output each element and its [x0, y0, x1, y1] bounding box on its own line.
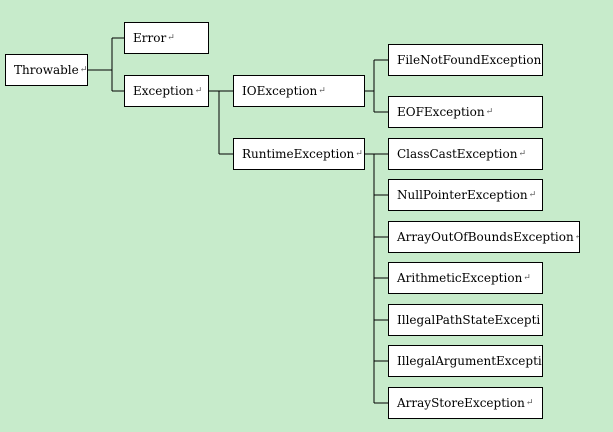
return-mark: ↵ [525, 398, 534, 408]
node-label: Exception [133, 84, 194, 98]
node-error: Error↵ [124, 22, 209, 54]
node-eofexception: EOFException↵ [388, 96, 543, 128]
node-label: EOFException [397, 105, 485, 119]
node-label: ClassCastException [397, 147, 518, 161]
return-mark: ↵ [523, 273, 531, 283]
node-nullpointerexception: NullPointerException↵ [388, 179, 543, 211]
return-mark: ↵ [542, 55, 543, 65]
node-illegalargumentexception: IllegalArgumentExcepti [388, 345, 543, 377]
node-label: RuntimeException [242, 147, 355, 161]
node-label: ArithmeticException [397, 271, 523, 285]
return-mark: ↵ [355, 149, 363, 159]
return-mark: ↵ [79, 65, 88, 75]
node-label: IllegalPathStateExcepti [397, 313, 541, 327]
return-mark: ↵ [528, 190, 537, 200]
node-ioexception: IOException↵ [233, 75, 365, 107]
node-throwable: Throwable↵ [5, 54, 88, 86]
return-mark: ↵ [518, 149, 526, 159]
node-label: IOException [242, 84, 318, 98]
node-arithmeticexception: ArithmeticException↵ [388, 262, 543, 294]
node-label: Throwable [14, 63, 79, 77]
return-mark: ↵ [575, 232, 579, 242]
node-exception: Exception↵ [124, 75, 209, 107]
node-runtimeexception: RuntimeException↵ [233, 138, 365, 170]
return-mark: ↵ [167, 33, 175, 43]
node-label: ArrayOutOfBoundsException [397, 230, 574, 244]
node-filenotfoundexception: FileNotFoundException↵ [388, 44, 543, 76]
node-arrayoutofboundsexception: ArrayOutOfBoundsException↵ [388, 221, 580, 253]
node-arraystoreexception: ArrayStoreException↵ [388, 387, 543, 419]
node-label: FileNotFoundException [397, 53, 542, 67]
node-label: ArrayStoreException [397, 396, 525, 410]
node-label: IllegalArgumentExcepti [397, 354, 542, 368]
node-label: Error [133, 31, 167, 45]
return-mark: ↵ [485, 107, 494, 117]
return-mark: ↵ [318, 86, 326, 96]
node-label: NullPointerException [397, 188, 528, 202]
node-illegalpathstateexception: IllegalPathStateExcepti [388, 304, 543, 336]
return-mark: ↵ [194, 86, 203, 96]
node-classcastexception: ClassCastException↵ [388, 138, 543, 170]
